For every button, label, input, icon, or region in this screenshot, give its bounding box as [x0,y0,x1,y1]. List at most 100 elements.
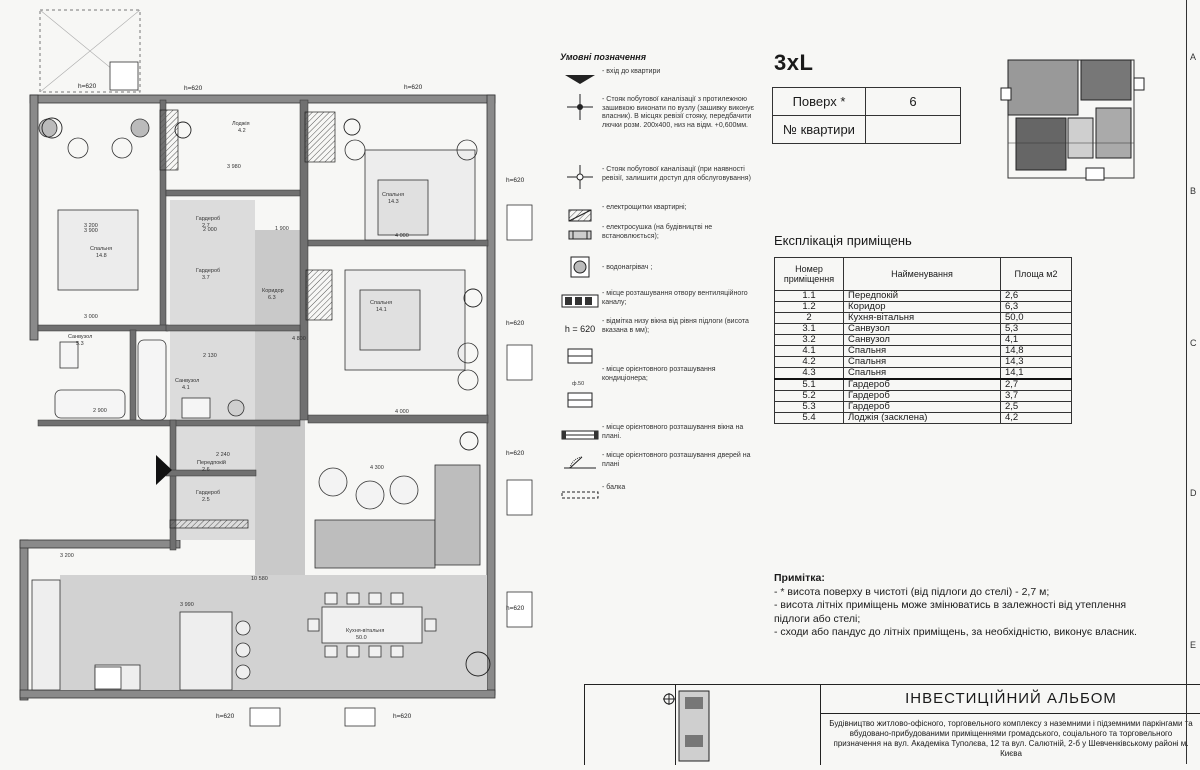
edge-letter: E [1190,640,1197,650]
svg-text:14.8: 14.8 [96,253,107,259]
note-line: - висота літніх приміщень може змінювати… [774,599,1127,625]
svg-text:3 900: 3 900 [84,228,98,234]
svg-text:2 900: 2 900 [93,408,107,414]
svg-text:2.7: 2.7 [202,223,210,229]
apartment-type: 3xL [774,50,814,75]
title-block: ІНВЕСТИЦІЙНИЙ АЛЬБОМ Будівництво житлово… [584,684,1200,765]
svg-text:1 900: 1 900 [275,226,289,232]
hall-floor [170,200,255,540]
svg-text:h=620: h=620 [506,320,525,327]
entry-arrow-icon [156,455,172,485]
svg-text:Лоджія: Лоджія [232,121,250,127]
title-block-cell [675,685,821,765]
window-icon [561,430,599,440]
entry-icon [565,75,595,84]
plants [41,117,491,677]
svg-text:4 800: 4 800 [292,336,306,342]
note-line: - * висота поверху в чистоті (від підлог… [774,585,1050,598]
svg-text:h=620: h=620 [506,450,525,457]
svg-text:h=620: h=620 [393,713,412,720]
apartment-info-table: Поверх * 6 № квартири [772,87,961,144]
svg-text:Спальня: Спальня [382,192,404,198]
floor-key-plan [1000,59,1145,181]
edge-letter: D [1190,488,1197,498]
svg-text:Спальня: Спальня [90,246,112,252]
svg-text:2 240: 2 240 [216,452,230,458]
svg-text:3 200: 3 200 [84,223,98,229]
svg-text:Передпокій: Передпокій [197,459,226,466]
water-heater-icon [570,256,590,278]
legend-item-sewer-riser-open: - Стояк побутової каналізації (при наявн… [558,165,768,189]
floor-plan: h=620 h=620 h=620 h=620 h=620 h=620 h=62… [19,9,533,727]
legend-item-towel-dryer: - електросушка (на будівництві не встано… [558,224,768,246]
col-number: Номер приміщення [774,257,844,291]
svg-text:4 000: 4 000 [395,233,409,239]
svg-text:Санвузол: Санвузол [175,378,199,384]
door-icon [564,456,596,469]
bedroom-2-furniture [344,139,478,241]
svg-text:3 980: 3 980 [227,164,241,170]
svg-text:Коридор: Коридор [262,288,284,294]
svg-text:3 990: 3 990 [180,602,194,608]
title-block-cell [585,685,676,765]
dryer-icon [568,230,592,240]
apartment-number-label: № квартири [772,115,866,144]
svg-text:Гардероб: Гардероб [196,490,220,496]
edge-letter: C [1190,338,1197,348]
legend-item-ac: ф.50 - місце орієнтовного розташування к… [558,344,768,416]
svg-text:ф.50: ф.50 [572,381,584,387]
col-name: Найменування [843,257,1001,291]
svg-text:14.3: 14.3 [388,199,399,205]
svg-text:2 000: 2 000 [203,227,217,233]
shafts [159,109,336,529]
legend-item-water-heater: - водонагрівач ; [558,256,768,278]
dining-furniture [307,592,437,658]
edge-letter: B [1190,186,1197,196]
legend-item-window-location: - місце орієнтовного розташування вікна … [558,424,768,446]
svg-text:3.7: 3.7 [202,275,210,281]
floor-label: Поверх * [772,87,866,116]
beam-icon [561,491,599,499]
svg-text:h=620: h=620 [506,177,525,184]
bedroom-1-furniture [38,118,150,291]
crosshair-icon [663,693,675,705]
legend-item-door-location: - місце орієнтовного розташування дверей… [558,452,768,474]
svg-text:2.5: 2.5 [202,497,210,503]
svg-text:3 200: 3 200 [60,553,74,559]
svg-text:h=620: h=620 [506,605,525,612]
vent-icon [561,294,599,308]
panel-icon [568,209,592,222]
svg-text:4.1: 4.1 [182,385,190,391]
legend-item-vent: - місце розташування отвору вентиляційно… [558,290,768,312]
svg-text:h=620: h=620 [404,84,423,91]
svg-text:5.3: 5.3 [76,341,84,347]
svg-text:h=620: h=620 [184,85,203,92]
svg-text:Кухня-вітальня: Кухня-вітальня [346,628,384,634]
ac-icon: ф.50 [567,348,593,408]
window-height-marks: h=620 h=620 h=620 h=620 h=620 h=620 h=62… [78,83,525,720]
floor-value: 6 [865,87,961,116]
project-description: Будівництво житлово-офісного, торговельн… [829,719,1193,758]
outer-walls [19,94,496,701]
svg-text:2.6: 2.6 [202,467,210,473]
riser-open-icon [567,165,593,189]
legend-item-entry: - вхід до квартири [558,68,768,90]
building-key-icon [678,690,710,762]
interior-walls [37,99,489,551]
svg-text:4 000: 4 000 [395,409,409,415]
loggia-outline [39,9,141,93]
legend-item-window-height: h = 620 - відмітка низу вікна від рівня … [564,318,749,334]
windows [94,61,533,727]
bathroom-fixtures [54,339,245,421]
col-area: Площа м2 [1000,257,1072,291]
